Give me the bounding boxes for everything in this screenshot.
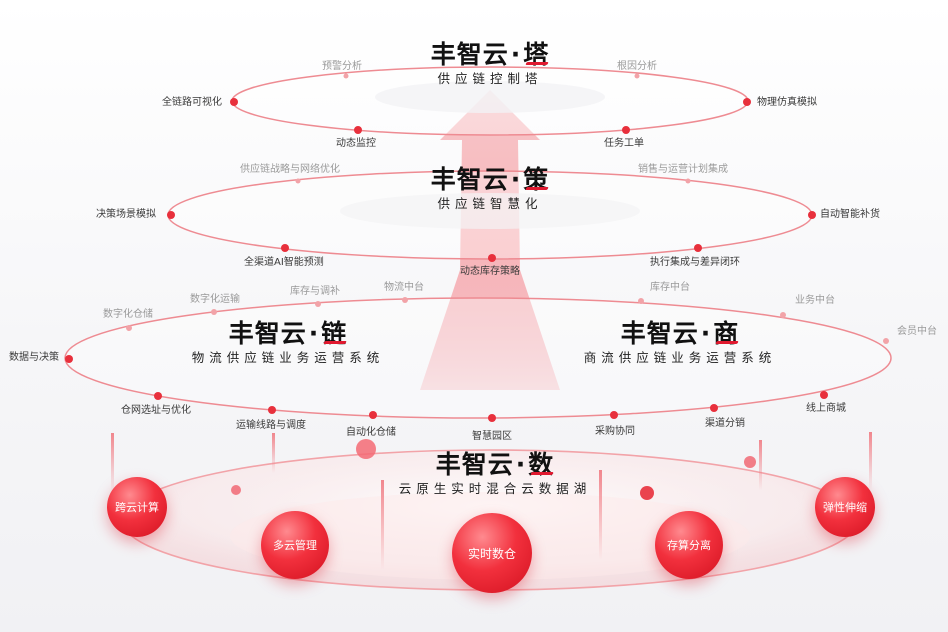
brand-name: 丰智云 xyxy=(620,319,699,348)
bubble-cross-cloud: 跨云计算 xyxy=(107,477,167,537)
node-label: 销售与运营计划集成 xyxy=(638,164,728,175)
node-dot xyxy=(610,411,618,419)
node-dot xyxy=(710,404,718,412)
node-dot xyxy=(488,254,496,262)
light-pillar xyxy=(869,432,872,490)
node-dot xyxy=(694,244,702,252)
light-pillar xyxy=(272,433,275,473)
brand-data-lake: 丰智云·数 云原生实时混合云数据湖 xyxy=(380,450,610,497)
node-dot xyxy=(154,392,162,400)
node-label: 物流中台 xyxy=(384,282,424,293)
brand-control-tower: 丰智云·塔 供应链控制塔 xyxy=(420,40,560,87)
node-label: 动态监控 xyxy=(336,138,376,149)
node-dot xyxy=(295,178,301,184)
brand-name: 丰智云 xyxy=(435,450,514,479)
node-dot xyxy=(638,298,644,304)
node-label: 决策场景模拟 xyxy=(96,209,156,220)
node-dot xyxy=(883,338,889,344)
node-dot xyxy=(369,411,377,419)
upward-arrow xyxy=(420,90,560,390)
light-pillar xyxy=(381,480,384,570)
node-dot xyxy=(268,406,276,414)
brand-subtitle: 供应链智慧化 xyxy=(437,196,543,211)
node-label: 全链路可视化 xyxy=(162,97,222,108)
node-dot xyxy=(685,178,691,184)
bubble-multi-cloud: 多云管理 xyxy=(261,511,329,579)
node-label: 库存中台 xyxy=(650,282,690,293)
node-dot xyxy=(488,414,496,422)
node-dot xyxy=(167,211,175,219)
node-label: 动态库存策略 xyxy=(460,266,520,277)
node-label: 线上商城 xyxy=(806,403,846,414)
node-label: 会员中台 xyxy=(897,326,937,337)
node-label: 数据与决策 xyxy=(9,352,59,363)
brand-intelligence: 丰智云·策 供应链智慧化 xyxy=(420,165,560,212)
node-label: 渠道分销 xyxy=(705,418,745,429)
decor-bubble xyxy=(231,485,241,495)
node-dot xyxy=(315,301,321,307)
brand-name: 丰智云 xyxy=(430,165,509,194)
bubble-elastic-scaling: 弹性伸缩 xyxy=(815,477,875,537)
decor-bubble xyxy=(640,486,654,500)
node-label: 物理仿真模拟 xyxy=(757,97,817,108)
light-pillar xyxy=(599,470,602,560)
node-label: 数字化仓储 xyxy=(103,309,153,320)
brand-suffix: 商 xyxy=(713,319,740,348)
brand-suffix: 链 xyxy=(321,319,348,348)
brand-suffix: 数 xyxy=(528,450,555,479)
node-dot xyxy=(634,73,640,79)
node-label: 自动智能补货 xyxy=(820,209,880,220)
node-dot xyxy=(780,312,786,318)
node-label: 运输线路与调度 xyxy=(236,420,306,431)
brand-suffix: 塔 xyxy=(523,40,550,69)
decor-bubble xyxy=(356,439,376,459)
node-label: 全渠道AI智能预测 xyxy=(244,257,324,268)
node-dot xyxy=(354,126,362,134)
node-label: 任务工单 xyxy=(604,138,644,149)
decor-bubble xyxy=(744,456,756,468)
brand-subtitle: 供应链控制塔 xyxy=(437,71,543,86)
node-dot xyxy=(820,391,828,399)
light-pillar xyxy=(759,440,762,490)
node-dot xyxy=(808,211,816,219)
node-dot xyxy=(743,98,751,106)
ring-operations xyxy=(64,297,892,419)
brand-subtitle: 商流供应链业务运营系统 xyxy=(583,350,777,365)
node-label: 仓网选址与优化 xyxy=(121,405,191,416)
brand-name: 丰智云 xyxy=(430,40,509,69)
bubble-realtime-warehouse: 实时数仓 xyxy=(452,513,532,593)
node-dot xyxy=(622,126,630,134)
node-label: 业务中台 xyxy=(795,295,835,306)
brand-subtitle: 云原生实时混合云数据湖 xyxy=(398,481,592,496)
node-dot xyxy=(281,244,289,252)
node-dot xyxy=(126,325,132,331)
node-label: 执行集成与差异闭环 xyxy=(650,257,740,268)
node-label: 预警分析 xyxy=(322,61,362,72)
node-dot xyxy=(402,297,408,303)
bubble-storage-compute: 存算分离 xyxy=(655,511,723,579)
node-label: 采购协同 xyxy=(595,426,635,437)
brand-subtitle: 物流供应链业务运营系统 xyxy=(191,350,385,365)
brand-suffix: 策 xyxy=(523,165,550,194)
node-label: 智慧园区 xyxy=(472,431,512,442)
node-label: 数字化运输 xyxy=(190,294,240,305)
node-label: 供应链战略与网络优化 xyxy=(240,164,340,175)
node-label: 根因分析 xyxy=(617,61,657,72)
node-label: 自动化仓储 xyxy=(346,427,396,438)
node-dot xyxy=(65,355,73,363)
node-dot xyxy=(343,73,349,79)
brand-name: 丰智云 xyxy=(228,319,307,348)
light-pillar xyxy=(111,433,114,493)
node-label: 库存与调补 xyxy=(290,286,340,297)
brand-commerce: 丰智云·商 商流供应链业务运营系统 xyxy=(570,319,790,366)
node-dot xyxy=(230,98,238,106)
node-dot xyxy=(211,309,217,315)
brand-logistics: 丰智云·链 物流供应链业务运营系统 xyxy=(178,319,398,366)
